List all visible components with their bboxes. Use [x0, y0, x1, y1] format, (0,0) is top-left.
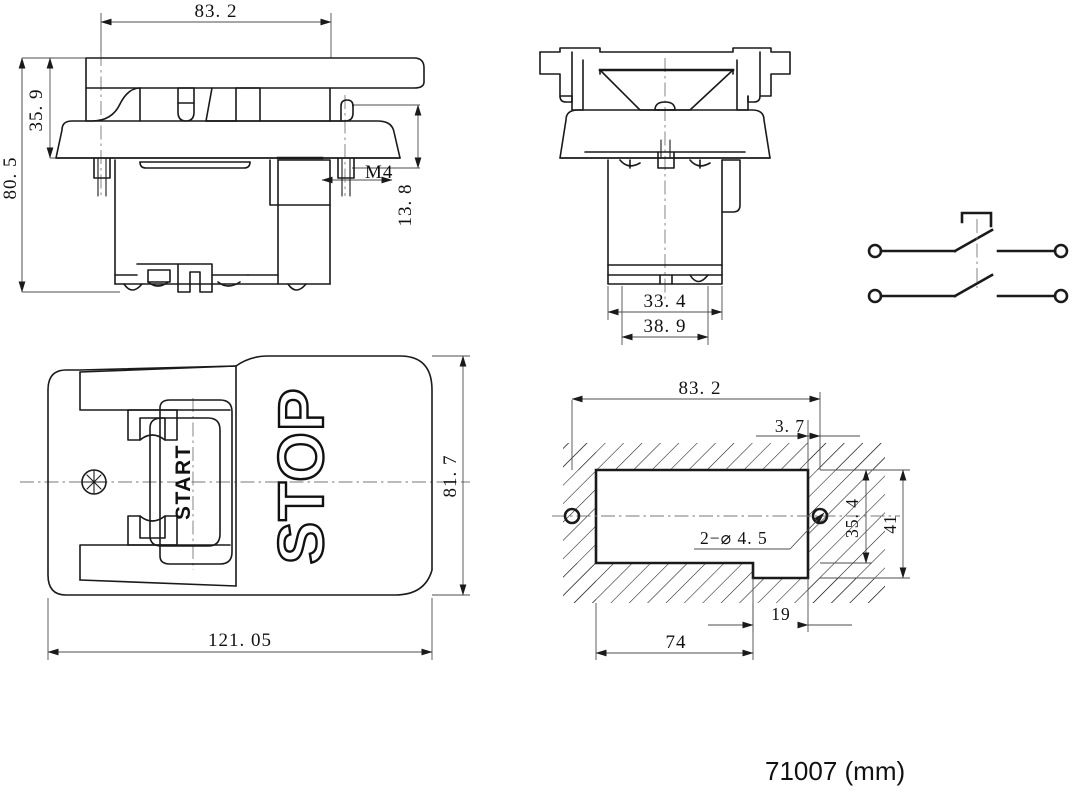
dim-label-13-8: 13. 8 [395, 184, 416, 227]
dim-label-2-dia-4-5: 2−⌀ 4. 5 [700, 528, 768, 548]
body-slot [139, 161, 251, 169]
dim-side-width: 83. 2 [100, 1, 332, 58]
front-view: 33. 4 38. 9 [539, 47, 791, 345]
body-block [277, 159, 331, 285]
plan-outline [47, 355, 433, 596]
terminal-curve-1 [147, 281, 169, 287]
mounting-hole-left [563, 507, 581, 525]
dim-front-38-9: 38. 9 [621, 286, 709, 345]
foot-right [287, 283, 307, 291]
dim-cutout-base: 74 [595, 603, 754, 660]
cover-rib-3 [205, 87, 261, 122]
front-top-bracket-outline [539, 47, 791, 97]
contact-blade-lower [953, 273, 994, 298]
terminal-2 [1053, 243, 1069, 259]
bracket-rail-top [79, 371, 129, 411]
terminal-clip [136, 263, 213, 293]
screw-post-right [337, 157, 355, 179]
dim-label-33-4: 33. 4 [644, 291, 687, 312]
terminal-4 [1053, 288, 1069, 304]
terminal-block-1 [147, 269, 171, 283]
plan-taper-top [79, 365, 237, 373]
dim-cutout-h2: 41 [820, 469, 910, 579]
dim-side-upper-height: 35. 9 [26, 57, 120, 159]
cutout-outline [594, 468, 810, 580]
drawing-caption: 71007 (mm) [765, 756, 905, 786]
terminal-curve-2 [217, 281, 241, 287]
front-flange [559, 109, 771, 159]
dim-side-thread-height: 13. 8 [352, 104, 422, 227]
front-barrel-tab [721, 159, 741, 213]
dim-label-35-9: 35. 9 [26, 89, 47, 132]
bracket-rail-bottom [79, 544, 129, 581]
front-bracket-right-in [736, 59, 749, 111]
terminal-3 [867, 288, 883, 304]
front-bracket-right-foot [747, 95, 761, 103]
dim-hole-spec: 2−⌀ 4. 5 [694, 512, 825, 550]
stop-button-label[interactable]: STOP [264, 386, 338, 565]
cover-rib-4 [259, 87, 331, 122]
body-block-step [269, 159, 331, 206]
start-button-cap [149, 417, 221, 547]
panel-cutout-view: 83. 2 3. 7 2−⌀ 4. 5 35. 4 41 [552, 378, 910, 660]
front-bracket-left-foot [559, 95, 573, 103]
front-bracket-left [539, 51, 573, 97]
schematic-view [867, 211, 1069, 304]
dim-front-33-4: 33. 4 [607, 286, 723, 320]
front-pivot-nub [654, 101, 676, 111]
contact-blade-upper [953, 228, 994, 253]
front-barrel-curve [689, 274, 709, 283]
mounting-hole-right [811, 507, 829, 525]
cover-left-scallop [85, 87, 141, 122]
housing-flange [55, 120, 401, 159]
plan-view: START STOP 121. 05 81. 7 [20, 355, 470, 660]
front-barrel [607, 159, 723, 285]
dim-label-m4: M4 [365, 162, 393, 183]
front-center-post [657, 151, 675, 169]
dim-label-80-5: 80. 5 [0, 157, 21, 200]
clip-lower-curve [139, 515, 166, 522]
dim-label-81-7: 81. 7 [440, 455, 461, 498]
cover-plate-outline [85, 57, 425, 89]
dim-cutout-width: 83. 2 [571, 378, 821, 470]
front-clip-r [689, 159, 711, 167]
actuator-bracket [960, 211, 993, 228]
dim-plan-length: 121. 05 [47, 598, 433, 660]
dim-label-3-7: 3. 7 [775, 416, 805, 436]
front-lever-cone [599, 69, 734, 111]
dim-label-83-2-cutout: 83. 2 [679, 378, 722, 399]
front-bracket-left-in [571, 59, 584, 111]
plan-taper-bottom [79, 579, 237, 587]
dim-side-height: 80. 5 [0, 57, 120, 293]
dim-label-35-4: 35. 4 [842, 498, 862, 538]
dim-label-74: 74 [666, 632, 687, 653]
cover-right-nub2 [340, 99, 354, 122]
dim-cutout-edge: 3. 7 [756, 416, 860, 470]
dim-label-41: 41 [880, 514, 900, 534]
start-button-label[interactable]: START [172, 444, 195, 520]
clip-upper-curve [139, 434, 166, 441]
side-view: 83. 2 80. 5 35. 9 13. 8 M4 [0, 1, 425, 293]
dim-plan-height: 81. 7 [432, 355, 470, 596]
dim-side-thread-m4: M4 [321, 162, 393, 184]
foot-left [123, 283, 143, 291]
phillips-screw [81, 469, 107, 495]
dim-label-83-2-side: 83. 2 [195, 1, 238, 22]
front-clip-l [619, 159, 641, 167]
clip-lower [127, 515, 178, 546]
cover-rib-2 [205, 87, 237, 122]
panel-material-hatching [563, 443, 885, 603]
dim-label-19: 19 [771, 604, 791, 624]
terminal-1 [867, 243, 883, 259]
screw-post-left [93, 157, 111, 179]
dim-label-121-05: 121. 05 [208, 630, 272, 651]
start-button-recess [159, 399, 233, 565]
dim-label-38-9: 38. 9 [644, 316, 687, 337]
cover-post-detail [177, 87, 195, 122]
